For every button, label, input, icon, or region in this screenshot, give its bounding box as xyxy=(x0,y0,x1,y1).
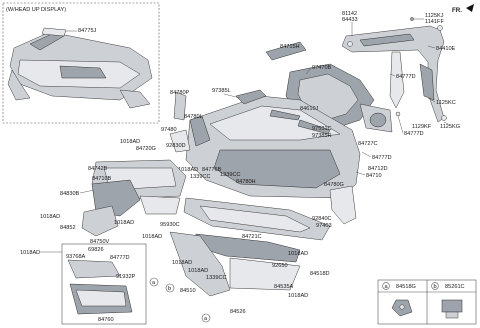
label-1125KJ: 1125KJ xyxy=(425,13,444,19)
label-1018AD-1: 1018AD xyxy=(120,139,140,145)
cluster-fascia-illustration xyxy=(81,159,187,237)
label-84777D-3: 84777D xyxy=(372,155,392,161)
label-69826: 69826 xyxy=(88,247,104,253)
front-direction-label: FR. xyxy=(452,7,462,14)
label-91932P: 91932P xyxy=(116,274,136,280)
callout-a-circle xyxy=(149,277,159,287)
label-84610J: 84610J xyxy=(300,106,319,112)
label-1339CC-2: 1339CC xyxy=(220,172,241,178)
label-84777D-2: 84777D xyxy=(404,131,424,137)
label-1018AD-8: 1018AD xyxy=(172,260,192,266)
label-84721C: 84721C xyxy=(242,234,262,240)
label-84410E: 84410E xyxy=(436,46,456,52)
label-1141FF: 1141FF xyxy=(425,19,444,25)
label-1339CC-1: 1339CC xyxy=(190,174,211,180)
label-84775J: 84775J xyxy=(78,28,97,34)
label-97470B: 97470B xyxy=(312,65,332,71)
label-84780G: 84780G xyxy=(324,182,344,188)
label-1339CC-3: 1339CC xyxy=(206,275,227,281)
label-1018AD-6: 1018AD xyxy=(288,251,308,257)
callout-a-label: a xyxy=(152,280,156,286)
glovebox-subassembly-frame xyxy=(61,243,147,325)
label-1125KC: 1125KC xyxy=(436,100,456,106)
label-1018AD-7: 1018AD xyxy=(20,250,40,256)
label-84780H: 84780H xyxy=(236,179,256,185)
label-84535A: 84535A xyxy=(274,284,294,290)
label-84710B: 84710B xyxy=(92,176,112,182)
clip-84518G-icon xyxy=(391,299,413,317)
label-95930C: 95930C xyxy=(160,222,180,228)
label-1018AD-2: 1018AD xyxy=(178,167,198,173)
glovebox-illustration xyxy=(67,259,133,315)
legend-a-key: a xyxy=(385,284,389,290)
label-97480: 97480 xyxy=(161,127,177,133)
label-92650: 92650 xyxy=(272,263,288,269)
label-1125KG: 1125KG xyxy=(440,124,460,130)
label-97531C: 97531C xyxy=(312,126,332,132)
callout-b-label: b xyxy=(168,286,171,292)
label-1018AD-5: 1018AD xyxy=(142,234,162,240)
label-1018AD-10: 1018AD xyxy=(288,293,308,299)
label-1018AD-9: 1018AD xyxy=(188,268,208,274)
side-trim-illustration xyxy=(169,91,211,153)
label-84780P: 84780P xyxy=(170,90,190,96)
label-84777D-1: 84777D xyxy=(396,74,416,80)
label-84830B: 84830B xyxy=(60,191,80,197)
label-84526: 84526 xyxy=(230,309,246,315)
legend-b-circle xyxy=(431,282,439,290)
crash-pad-illustration xyxy=(185,89,361,225)
hud-inset-caption: (W/HEAD UP DISPLAY) xyxy=(6,7,66,13)
lower-panel-illustration xyxy=(169,197,331,297)
label-84712D: 84712D xyxy=(368,166,388,172)
callout-a-circle-2 xyxy=(201,313,211,323)
label-84510: 84510 xyxy=(180,288,196,294)
label-1129KF: 1129KF xyxy=(412,124,432,130)
label-1018AD-4: 1018AD xyxy=(114,220,134,226)
label-84776B: 84776B xyxy=(202,167,222,173)
front-arrow-icon xyxy=(466,4,474,12)
label-92840C: 92840C xyxy=(312,216,332,222)
legend-a-part: 84518G xyxy=(396,284,416,290)
label-84777D-4: 84777D xyxy=(110,255,130,261)
label-84760: 84760 xyxy=(98,317,114,323)
hud-inset-frame xyxy=(2,2,160,124)
label-97403: 97403 xyxy=(316,223,332,229)
label-81142: 81142 xyxy=(342,11,357,17)
label-84518D: 84518D xyxy=(310,271,330,277)
callout-a-label-2: a xyxy=(204,316,208,322)
callout-b-circle xyxy=(165,283,175,293)
legend-b-key: b xyxy=(434,284,437,290)
label-84742B: 84742B xyxy=(88,166,108,172)
hud-dashboard-illustration xyxy=(7,27,153,109)
label-84780L: 84780L xyxy=(184,114,203,120)
label-1018AD-3: 1018AD xyxy=(40,214,60,220)
label-97385R: 97385R xyxy=(312,133,332,139)
label-97385L: 97385L xyxy=(212,88,231,94)
label-93768A: 93768A xyxy=(66,254,86,260)
label-84433: 84433 xyxy=(342,17,358,23)
label-92830D: 92830D xyxy=(166,143,186,149)
pad-85261C-icon xyxy=(441,299,463,319)
label-84720G: 84720G xyxy=(136,146,156,152)
label-84710: 84710 xyxy=(366,173,382,179)
label-84852: 84852 xyxy=(60,225,76,231)
legend-b-part: 85261C xyxy=(445,284,465,290)
label-84727C: 84727C xyxy=(358,141,378,147)
label-84715H: 84715H xyxy=(280,44,300,50)
label-84750V: 84750V xyxy=(90,239,110,245)
legend-a-circle xyxy=(382,282,390,290)
